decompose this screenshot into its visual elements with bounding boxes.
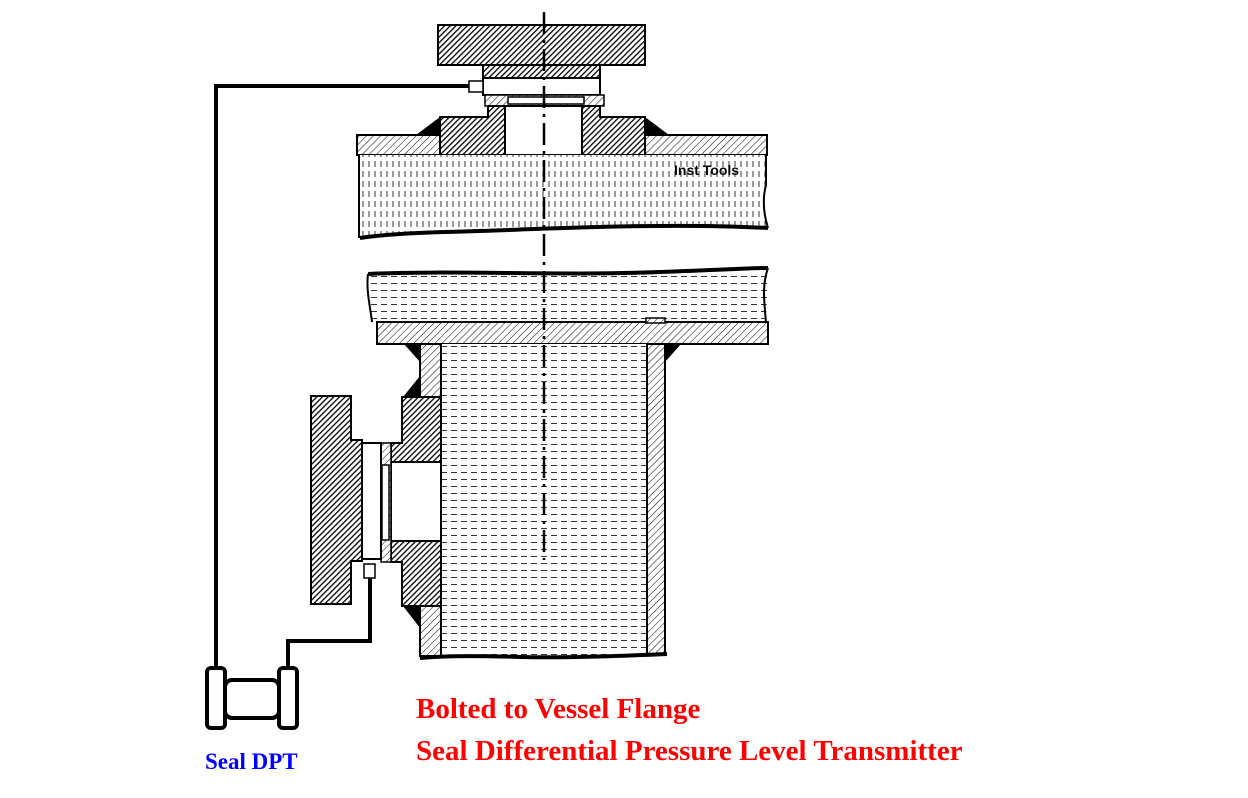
top-diaphragm — [507, 96, 585, 105]
standpipe-wall-left-upper — [419, 343, 442, 398]
vessel-lower-wall-left — [366, 273, 373, 323]
vessel-lower-section — [366, 266, 769, 345]
vessel-lower-wall-right — [763, 267, 769, 323]
side-weld-bottom — [403, 606, 420, 628]
standpipe-weld-right — [665, 344, 681, 362]
top-seal-cap — [437, 24, 646, 66]
standpipe-wall-left-lower — [419, 605, 442, 657]
vessel-upper-break-line — [359, 223, 769, 240]
dpt-body — [223, 678, 281, 720]
caption-bolted: Bolted to Vessel Flange — [416, 693, 701, 725]
capillary-high-side — [214, 84, 469, 668]
top-seal-body — [482, 77, 601, 96]
top-seal-neck — [482, 64, 601, 79]
caption-title: Seal Differential Pressure Level Transmi… — [416, 735, 963, 767]
side-capillary-port — [363, 563, 376, 579]
side-seal-body — [361, 442, 382, 560]
vessel-lower-break-line — [367, 266, 769, 276]
vessel-top-plate-right — [644, 134, 768, 156]
top-flange-assembly — [356, 24, 768, 156]
vessel-vapour-space — [359, 155, 768, 238]
side-nozzle-upper — [390, 396, 442, 463]
dp-transmitter — [205, 666, 299, 730]
watermark-text: Inst Tools — [674, 162, 740, 178]
dpt-label: Seal DPT — [205, 749, 298, 774]
side-diaphragm — [381, 464, 390, 541]
standpipe-wall-right — [646, 343, 666, 655]
vessel-upper-wall-right — [762, 155, 769, 229]
side-seal-assembly — [310, 395, 442, 607]
side-nozzle-bore — [390, 461, 442, 542]
vessel-top-plate-left — [356, 134, 441, 156]
standpipe-weld-left — [404, 344, 420, 362]
vessel-upper-section — [358, 155, 769, 240]
dpt-left-flange — [205, 666, 227, 730]
standpipe-bottom-break — [419, 652, 668, 660]
top-weld-right — [645, 117, 669, 135]
side-weld-top — [403, 376, 420, 397]
top-weld-left — [416, 117, 440, 135]
dpt-right-flange — [277, 666, 299, 730]
capillary-low-side — [286, 578, 372, 668]
plate-stub-right — [645, 317, 666, 324]
vessel-liquid-band — [368, 268, 768, 322]
standpipe-chamber — [403, 343, 681, 660]
top-capillary-port — [468, 80, 484, 93]
side-seal-cap — [310, 395, 363, 605]
vessel-bottom-plate — [376, 321, 769, 345]
side-nozzle-lower — [390, 540, 442, 607]
